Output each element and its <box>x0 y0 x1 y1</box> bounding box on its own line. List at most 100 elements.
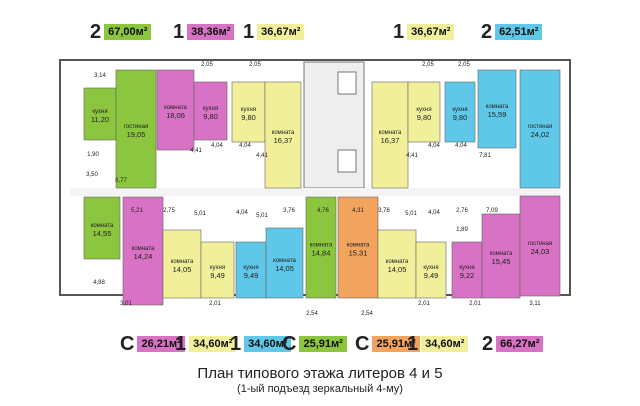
badge-room-count: С <box>282 333 297 355</box>
room-label: комната <box>91 223 114 229</box>
room-area-value: 9,49 <box>424 271 439 280</box>
room-area <box>193 81 228 141</box>
room-area-value: 14,05 <box>275 264 294 273</box>
badge-room-count: 2 <box>482 333 494 355</box>
room-area-value: 18,06 <box>166 111 185 120</box>
corridor <box>70 188 560 196</box>
room-label: гостиная <box>528 124 552 130</box>
room-area <box>377 229 417 299</box>
room-area-value: 9,80 <box>453 113 468 122</box>
badge-room-count: 1 <box>230 333 242 355</box>
room-area-value: 9,22 <box>460 271 475 280</box>
badge-room-count: 1 <box>243 21 255 43</box>
dimension-label: 2,01 <box>469 301 481 307</box>
room-area-value: 11,20 <box>91 115 109 124</box>
room-label: комната <box>273 258 296 264</box>
badge-area: 34,60м² <box>244 336 292 352</box>
room-label: комната <box>132 246 155 252</box>
room-area <box>264 81 302 189</box>
room-label: кухня <box>203 106 218 112</box>
room-label: комната <box>347 243 370 249</box>
room-area-value: 14,24 <box>134 252 153 261</box>
room-label: кухня <box>241 107 256 113</box>
badge-room-count: 1 <box>407 333 419 355</box>
badge-area: 34,60м² <box>421 336 469 352</box>
dimension-label: 2,05 <box>249 62 261 68</box>
dimension-label: 5,21 <box>131 208 143 214</box>
room-area-value: 9,80 <box>241 113 256 122</box>
dimension-label: 4,31 <box>352 208 364 214</box>
room-area <box>235 241 267 299</box>
room-label: комната <box>310 243 333 249</box>
badge-area: 34,60м² <box>189 336 237 352</box>
room-area <box>371 81 409 189</box>
room-area-value: 24,03 <box>531 247 550 256</box>
room-area-value: 9,49 <box>210 271 225 280</box>
room-area <box>200 241 235 299</box>
room-area <box>477 69 517 149</box>
room-area <box>83 196 121 260</box>
badge-area: 38,36м² <box>187 24 235 40</box>
dimension-label: 4,41 <box>406 153 418 159</box>
dimension-label: 4,04 <box>428 143 440 149</box>
room-area-value: 9,49 <box>244 271 259 280</box>
dimension-label: 2,01 <box>418 301 430 307</box>
room-label: кухня <box>92 109 107 115</box>
badge-area: 25,91м² <box>372 336 420 352</box>
dimension-label: 5,01 <box>194 211 206 217</box>
dimension-label: 4,04 <box>428 210 440 216</box>
dimension-label: 2,05 <box>201 62 213 68</box>
dimension-label: 3,76 <box>283 208 295 214</box>
lift-shaft <box>337 71 357 95</box>
badge-area: 62,51м² <box>495 24 543 40</box>
badge-room-count: 2 <box>481 21 493 43</box>
dimension-label: 3,50 <box>86 172 98 178</box>
dimension-label: 4,41 <box>256 153 268 159</box>
room-area <box>265 227 304 299</box>
dimension-label: 4,76 <box>317 208 329 214</box>
floor-plan: кухня11,20гостиная19,05комната18,06кухня… <box>59 59 571 317</box>
room-label: кухня <box>459 265 474 271</box>
room-label: комната <box>386 259 409 265</box>
room-area <box>83 87 117 141</box>
dimension-label: 4,88 <box>93 280 105 286</box>
room-area-value: 19,05 <box>127 130 146 139</box>
room-area <box>519 195 561 297</box>
dimension-label: 2,75 <box>163 208 175 214</box>
badge-area: 26,21м² <box>137 336 185 352</box>
room-label: комната <box>171 259 194 265</box>
dimension-label: 4,04 <box>455 143 467 149</box>
dimension-label: 3,01 <box>120 301 132 307</box>
badge-area: 36,67м² <box>257 24 305 40</box>
room-label: комната <box>379 130 402 136</box>
badge-room-count: 2 <box>90 21 102 43</box>
room-area <box>162 229 202 299</box>
room-label: комната <box>486 104 509 110</box>
dimension-label: 2,54 <box>306 311 318 317</box>
room-area-value: 15,31 <box>349 249 368 258</box>
room-area <box>156 69 195 151</box>
badge-room-count: 1 <box>393 21 405 43</box>
badge-room-count: 1 <box>173 21 185 43</box>
dimension-label: 3,76 <box>378 208 390 214</box>
room-area-value: 16,37 <box>381 136 400 145</box>
dimension-label: 5,01 <box>256 213 268 219</box>
plan-subtitle: (1-ый подъезд зеркальный 4-му) <box>237 383 403 395</box>
room-label: кухня <box>210 265 225 271</box>
dimension-label: 2,01 <box>209 301 221 307</box>
badge-area: 67,00м² <box>104 24 152 40</box>
plan-title: План типового этажа литеров 4 и 5 <box>197 365 443 382</box>
badge-room-count: С <box>355 333 370 355</box>
room-area-value: 14,55 <box>93 229 112 238</box>
room-label: кухня <box>423 265 438 271</box>
room-area-value: 15,59 <box>488 110 507 119</box>
room-area <box>122 196 164 306</box>
